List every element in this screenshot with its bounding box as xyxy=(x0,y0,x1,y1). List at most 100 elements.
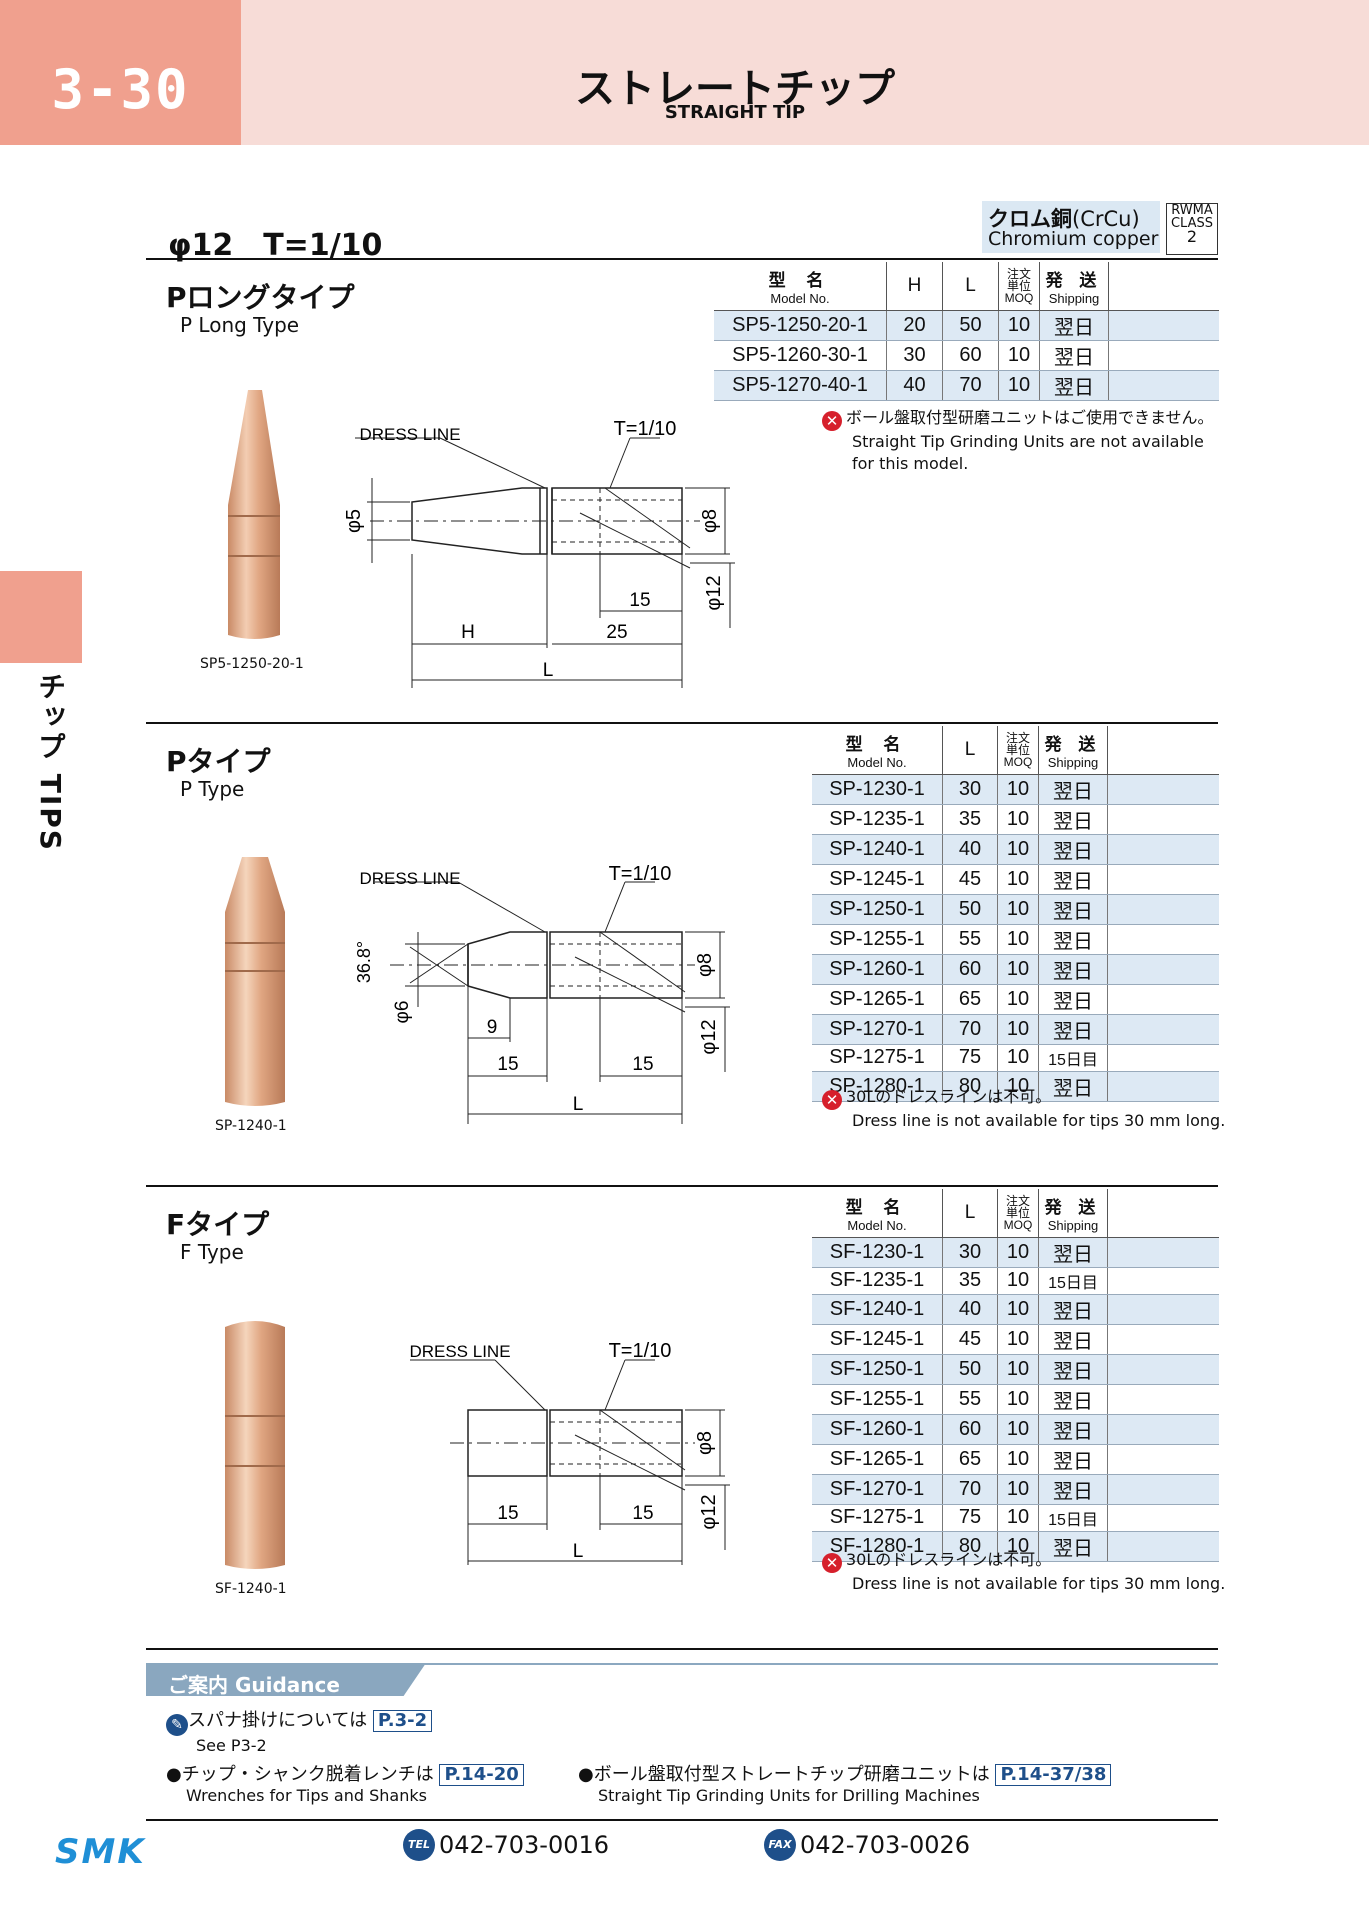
divider xyxy=(146,1185,1218,1187)
guidance-title: ご案内 Guidance xyxy=(168,1673,340,1697)
cell-ship: 翌日 xyxy=(1038,1013,1108,1045)
guidance-grinding: ●ボール盤取付型ストレートチップ研磨ユニットは P.14-37/38 Strai… xyxy=(578,1760,1112,1805)
cell-l: 60 xyxy=(942,953,998,985)
cell-l: 70 xyxy=(942,1473,998,1505)
cell-model: SP-1250-1 xyxy=(812,893,943,925)
ref-link-p3-2[interactable]: P.3-2 xyxy=(372,1710,433,1732)
th-h: H xyxy=(886,262,943,311)
cell-model: SF-1255-1 xyxy=(812,1383,943,1415)
cell-model: SP-1245-1 xyxy=(812,863,943,895)
cell-l: 35 xyxy=(942,1266,998,1295)
cell-l: 75 xyxy=(942,1503,998,1532)
not-available-icon: ✕ xyxy=(822,411,842,431)
cell-moq: 10 xyxy=(997,1413,1039,1445)
cell-l: 80 xyxy=(942,1070,998,1102)
cell-model: SP-1235-1 xyxy=(812,803,943,835)
divider xyxy=(146,722,1218,724)
rwma-line2: CLASS xyxy=(1170,216,1213,231)
dress-line-label: DRESS LINE xyxy=(359,425,460,444)
guidance-spanner: ✎スパナ掛けについては P.3-2 See P3-2 xyxy=(166,1706,433,1755)
cell-model: SP-1260-1 xyxy=(812,953,943,985)
p-long-title: Pロングタイプ xyxy=(166,281,355,314)
p-type-drawing: DRESS LINE T=1/10 36.8° φ6 φ8 φ12 9 15 1… xyxy=(354,863,730,1124)
ref-link-p14-20[interactable]: P.14-20 xyxy=(439,1764,524,1786)
cell-moq: 10 xyxy=(997,1043,1039,1072)
cell-l: 55 xyxy=(942,1383,998,1415)
p-type-tip-photo xyxy=(225,857,285,1106)
cell-moq: 10 xyxy=(997,803,1039,835)
cell-moq: 10 xyxy=(997,1013,1039,1045)
dim-d8: φ8 xyxy=(694,1431,716,1455)
footer-rule xyxy=(146,1819,1218,1821)
ref-link-p14-37[interactable]: P.14-37/38 xyxy=(995,1764,1112,1786)
cell-empty xyxy=(1107,1473,1219,1505)
f-type-title-en: F Type xyxy=(180,1240,244,1264)
th-l: L xyxy=(942,726,998,775)
th-empty xyxy=(1108,262,1219,311)
cell-empty xyxy=(1107,983,1219,1015)
company-logo: SMK xyxy=(55,1832,146,1872)
p-type-caption: SP-1240-1 xyxy=(215,1118,287,1134)
cell-empty xyxy=(1107,1503,1219,1532)
cell-empty xyxy=(1107,1443,1219,1475)
cell-model: SP-1270-1 xyxy=(812,1013,943,1045)
cell-model: SP-1275-1 xyxy=(812,1043,943,1072)
cell-ship: 翌日 xyxy=(1038,1353,1108,1385)
section-spec: φ12 T=1/10 xyxy=(168,228,383,263)
cell-empty xyxy=(1107,1236,1219,1268)
cell-moq: 10 xyxy=(997,833,1039,865)
cell-l: 50 xyxy=(942,893,998,925)
cell-ship: 翌日 xyxy=(1038,803,1108,835)
cell-ship: 翌日 xyxy=(1038,893,1108,925)
material-en: Chromium copper xyxy=(988,228,1159,250)
cell-model: SF-1275-1 xyxy=(812,1503,943,1532)
cell-ship: 翌日 xyxy=(1038,983,1108,1015)
fax-icon: FAX xyxy=(764,1829,796,1861)
dress-line-label: DRESS LINE xyxy=(359,869,460,888)
cell-moq: 10 xyxy=(997,1443,1039,1475)
cell-ship: 翌日 xyxy=(1038,1293,1108,1325)
section-rule xyxy=(146,258,1218,260)
page-number-box xyxy=(0,0,241,145)
cell-ship: 翌日 xyxy=(1038,1323,1108,1355)
cell-l: 55 xyxy=(942,923,998,955)
cell-model: SF-1265-1 xyxy=(812,1443,943,1475)
cell-empty xyxy=(1107,1266,1219,1295)
p-long-note: ✕ボール盤取付型研磨ユニットはご使用できません。 Straight Tip Gr… xyxy=(822,407,1214,475)
p-long-tip-photo xyxy=(228,390,280,639)
cell-model: SF-1270-1 xyxy=(812,1473,943,1505)
dim-l: L xyxy=(543,660,554,681)
th-l: L xyxy=(942,1189,998,1238)
f-type-title: Fタイプ xyxy=(166,1208,270,1241)
cell-model: SP-1240-1 xyxy=(812,833,943,865)
cell-model: SF-1250-1 xyxy=(812,1353,943,1385)
cell-model: SP-1255-1 xyxy=(812,923,943,955)
cell-model: SP-1230-1 xyxy=(812,773,943,805)
cell-l: 70 xyxy=(942,1013,998,1045)
cell-ship: 翌日 xyxy=(1038,833,1108,865)
cell-moq: 10 xyxy=(997,1530,1039,1562)
divider xyxy=(146,1648,1218,1650)
cell-ship: 翌日 xyxy=(1038,1236,1108,1268)
